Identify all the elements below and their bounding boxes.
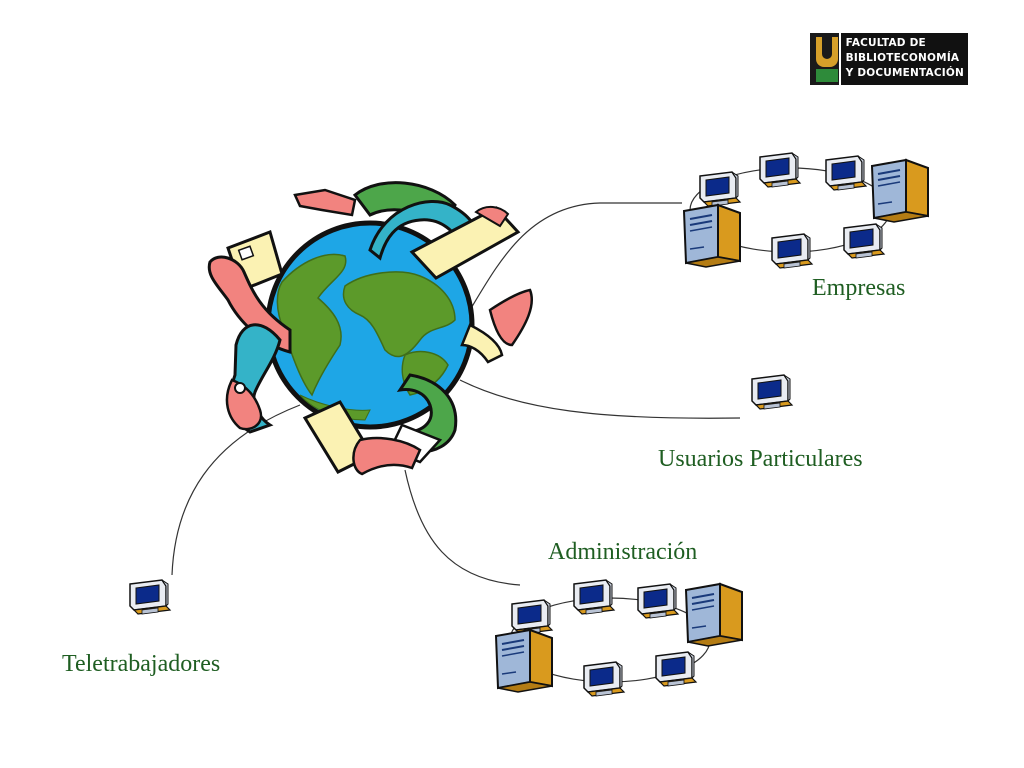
line-usuarios — [459, 379, 741, 419]
server-icon — [495, 629, 553, 693]
administracion-network — [495, 579, 743, 697]
label-usuarios-particulares: Usuarios Particulares — [658, 446, 863, 472]
server-icon — [683, 204, 741, 268]
logo-line: Y DOCUMENTACIÓN — [845, 67, 964, 79]
computer-icon — [655, 651, 697, 687]
computer-icon — [771, 233, 813, 269]
logo-line: FACULTAD DE — [845, 37, 926, 49]
empresas-network — [683, 152, 929, 269]
server-icon — [871, 159, 929, 223]
computer-icon — [511, 599, 553, 635]
logo-line: BIBLIOTECONOMÍA — [845, 52, 960, 64]
computer-icon — [129, 579, 171, 615]
computer-icon — [843, 223, 885, 259]
label-teletrabajadores: Teletrabajadores — [62, 651, 221, 677]
line-teletrabajadores — [171, 404, 301, 576]
university-emblem-icon — [810, 33, 841, 85]
computer-icon — [573, 579, 615, 615]
label-administracion: Administración — [548, 539, 698, 565]
computer-icon — [699, 171, 741, 207]
globe-with-hands-icon — [207, 181, 533, 476]
logo-text: FACULTAD DE BIBLIOTECONOMÍA Y DOCUMENTAC… — [841, 33, 968, 85]
server-icon — [685, 583, 743, 647]
computer-icon — [751, 374, 793, 410]
computer-icon — [583, 661, 625, 697]
computer-icon — [759, 152, 801, 188]
computer-icon — [637, 583, 679, 619]
line-administracion — [404, 469, 521, 586]
computer-icon — [825, 155, 867, 191]
line-empresas — [469, 202, 682, 311]
faculty-logo: FACULTAD DE BIBLIOTECONOMÍA Y DOCUMENTAC… — [810, 33, 968, 85]
connection-lines — [171, 202, 741, 586]
label-empresas: Empresas — [812, 275, 906, 301]
